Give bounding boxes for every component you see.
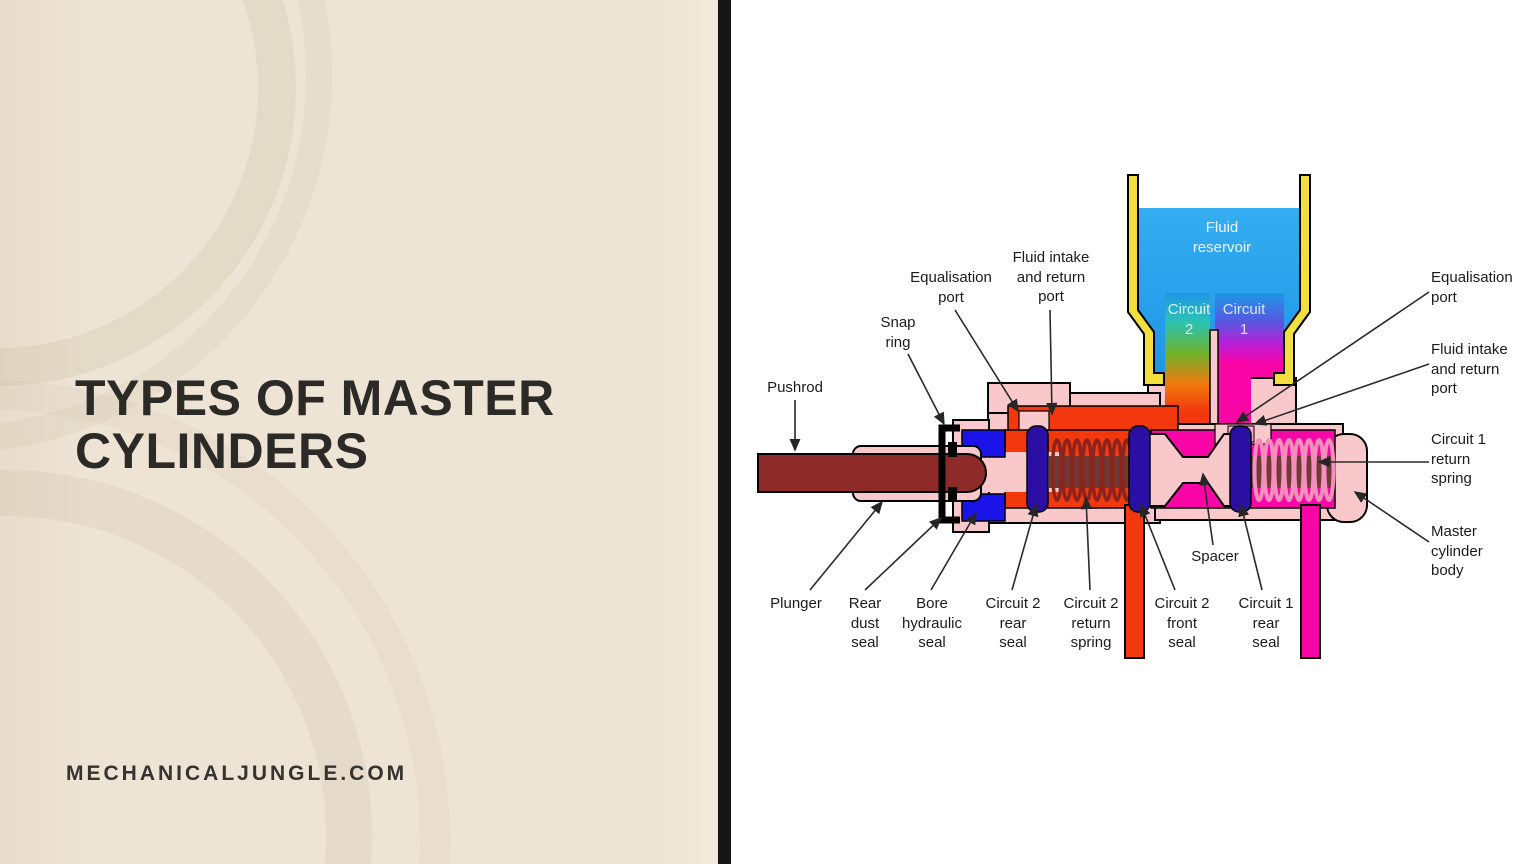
circuit1-column-label: Circuit 1 <box>1222 301 1266 338</box>
circuit2-front-seal <box>1128 425 1151 513</box>
pushrod <box>757 453 987 493</box>
pushrod-assembly <box>757 424 987 524</box>
label-plunger: Plunger <box>770 595 822 612</box>
label-equalisation-port-right: Equalisation port <box>1431 269 1513 306</box>
label-master-cylinder-body: Master cylinder body <box>1431 523 1483 579</box>
label-fluid-intake-right: Fluid intake and return port <box>1431 341 1508 397</box>
website-url: MECHANICALJUNGLE.COM <box>66 762 408 785</box>
circuit1-outlet-tube <box>1300 504 1321 659</box>
circuit2-column-label: Circuit 2 <box>1167 301 1211 338</box>
label-bore-hydraulic-seal: Bore hydraulic seal <box>901 595 963 651</box>
channel-divider <box>1209 329 1219 429</box>
left-text-panel: TYPES OF MASTER CYLINDERS MECHANICALJUNG… <box>0 0 718 864</box>
page-title: TYPES OF MASTER CYLINDERS <box>75 370 555 479</box>
circuit2-feed-channel <box>1165 293 1210 427</box>
circuit1-return-spring <box>1252 438 1336 502</box>
leader-lines <box>789 291 1430 591</box>
label-spacer: Spacer <box>1191 548 1239 565</box>
snap-ring-stud <box>948 487 957 502</box>
label-circuit2-front-seal: Circuit 2 front seal <box>1154 595 1210 651</box>
label-circuit1-return-spring: Circuit 1 return spring <box>1431 431 1487 487</box>
label-circuit2-rear-seal: Circuit 2 rear seal <box>985 595 1041 651</box>
reservoir-label: Fluid reservoir <box>1192 219 1252 256</box>
label-circuit1-rear-seal: Circuit 1 rear seal <box>1238 595 1294 651</box>
label-equalisation-port-left: Equalisation port <box>910 269 992 306</box>
vertical-divider-bar <box>718 0 731 864</box>
label-circuit2-return-spring: Circuit 2 return spring <box>1063 595 1119 651</box>
label-pushrod: Pushrod <box>767 379 823 396</box>
snap-ring-stud <box>948 442 957 457</box>
label-fluid-intake-left: Fluid intake and return port <box>1012 249 1090 305</box>
master-cylinder-diagram <box>757 174 1430 659</box>
label-rear-dust-seal: Rear dust seal <box>848 595 882 651</box>
snap-ring <box>938 424 960 524</box>
label-snap-ring: Snap ring <box>880 314 916 351</box>
circuit1-rear-seal <box>1229 425 1252 513</box>
diagram-panel: Fluid reservoir Circuit 2 Circuit 1 Push… <box>731 0 1536 864</box>
reservoir-wall-right <box>1273 174 1311 386</box>
circuit2-rear-seal <box>1026 425 1049 513</box>
reservoir-wall-left <box>1127 174 1165 386</box>
